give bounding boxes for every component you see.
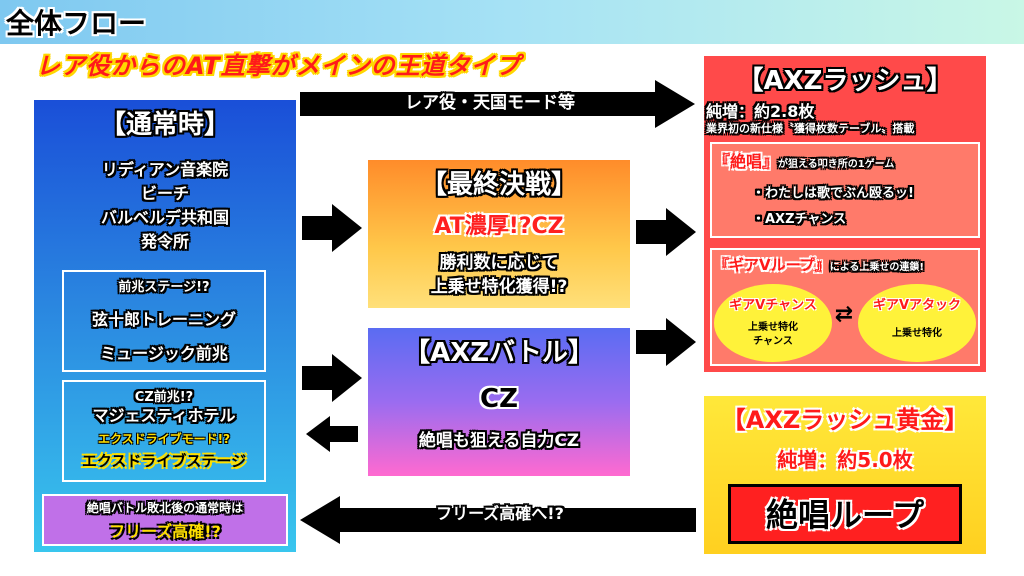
arrow-battle-to-rush <box>636 318 696 366</box>
final-battle-headline: AT濃厚!?CZ <box>434 214 564 239</box>
omen-box <box>62 270 266 372</box>
cz-sub: エクスドライブモード!? <box>97 432 231 446</box>
final-battle-title: 【最終決戦】 <box>420 170 577 200</box>
zessho-suffix: が狙える叩き所の1ゲーム <box>778 159 895 170</box>
zessho-title: 『絶唱』 <box>714 152 779 171</box>
final-battle-desc-2: 上乗せ特化獲得!? <box>430 277 568 297</box>
cz-omen-title: CZ前兆!? <box>134 390 194 405</box>
stage-1: リディアン音楽院 <box>101 160 229 179</box>
loop-box <box>728 484 962 544</box>
normal-title: 【通常時】 <box>99 110 230 140</box>
gear-suffix: による上乗せの連鎖! <box>829 262 924 273</box>
omen-item-1: 弦十郎トレーニング <box>91 310 236 329</box>
gear-heading: 『ギアVループ』による上乗せの連鎖! <box>714 254 976 275</box>
stage-3: バルベルデ共和国 <box>100 208 229 227</box>
axz-gold-net-gain: 純増：約5.0枚 <box>777 448 913 472</box>
arrow-final-to-rush <box>636 208 696 256</box>
arrow-normal-to-final <box>302 204 362 252</box>
gear-attack-name: ギアVアタック <box>872 298 962 313</box>
gear-chance-ellipse <box>714 284 832 362</box>
gear-attack-desc: 上乗せ特化 <box>892 328 942 339</box>
axz-rush-net-gain: 純増：約2.8枚 <box>706 102 815 121</box>
axz-rush-note: 業界初の新仕様〝獲得枚数テーブル〟搭載 <box>706 122 915 135</box>
gear-chance-name: ギアVチャンス <box>729 298 817 313</box>
page-title: 全体フロー <box>6 7 147 40</box>
zessho-item-2: ・AXZチャンス <box>752 212 847 227</box>
zessho-box <box>710 142 980 238</box>
freeze-box <box>42 494 288 546</box>
zessho-heading: 『絶唱』が狙える叩き所の1ゲーム <box>714 148 976 172</box>
omen-item-2: ミュージック前兆 <box>100 344 228 363</box>
normal-panel <box>34 100 296 552</box>
arrow-bottom-label: フリーズ高確へ!? <box>436 504 564 523</box>
freeze-line-1: 絶唱バトル敗北後の通常時は <box>86 501 244 515</box>
gear-attack-ellipse <box>858 284 976 362</box>
gear-title: 『ギアVループ』 <box>714 256 830 274</box>
omen-title: 前兆ステージ!? <box>118 280 210 295</box>
cz-omen-box <box>62 380 266 482</box>
axz-battle-desc: 絶唱も狙える自力CZ <box>418 431 580 451</box>
header-bar <box>0 0 1024 44</box>
subtitle: レア役からのAT直撃がメインの王道タイプ <box>36 52 521 80</box>
arrow-normal-to-battle <box>302 354 362 402</box>
gear-chance-desc-1: 上乗せ特化 <box>748 322 798 333</box>
cz-item-2: エクスドライブステージ <box>81 452 247 470</box>
axz-battle-headline: CZ <box>480 384 518 414</box>
axz-rush-title: 【AXZラッシュ】 <box>737 66 953 96</box>
arrow-battle-to-normal <box>306 416 358 452</box>
axz-gold-title: 【AXZラッシュ黄金】 <box>721 406 969 434</box>
cz-item-1: マジェスティホテル <box>92 406 236 425</box>
final-battle-desc-1: 勝利数に応じて <box>439 253 559 273</box>
freeze-line-2: フリーズ高確!? <box>109 522 221 541</box>
zessho-item-1: ・わたしは歌でぶん殴るッ! <box>752 186 914 201</box>
axz-battle-title: 【AXZバトル】 <box>404 338 594 368</box>
stage-4: 発令所 <box>140 232 189 251</box>
loop-label: 絶唱ループ <box>765 496 925 534</box>
final-battle-panel <box>368 160 630 308</box>
axz-battle-panel <box>368 328 630 476</box>
gear-chance-desc-2: チャンス <box>753 336 793 347</box>
swap-arrows-icon: ⇄ <box>834 302 854 327</box>
stage-2: ビーチ <box>140 184 189 203</box>
arrow-top-label: レア役・天国モード等 <box>405 93 575 113</box>
